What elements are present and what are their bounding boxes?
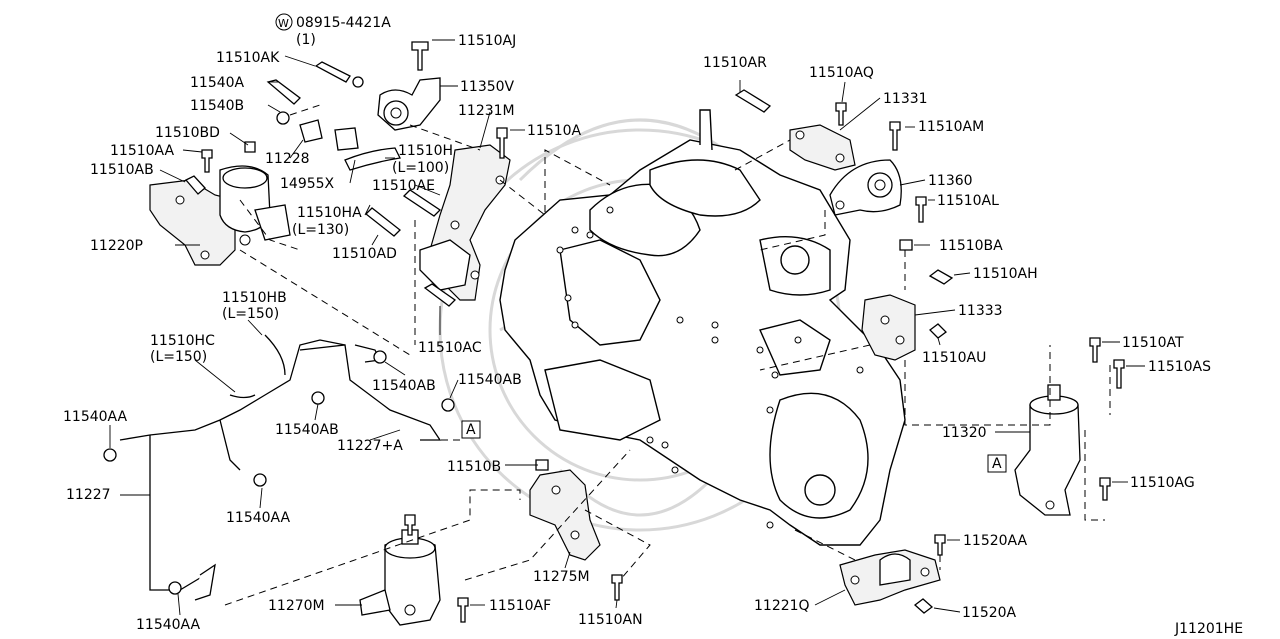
label-11510A[interactable]: 11510A (527, 123, 582, 139)
bracket-11231M (419, 144, 511, 301)
bolt-group-top (184, 41, 508, 307)
label-11510BA[interactable]: 11510BA (939, 238, 1003, 254)
label-11275M[interactable]: 11275M (533, 569, 590, 585)
label-11510AR[interactable]: 11510AR (703, 55, 767, 71)
diagram-code: J11201HE (1174, 621, 1243, 637)
label-11510AS[interactable]: 11510AS (1148, 359, 1211, 375)
mount-11350V (377, 77, 441, 131)
ref-box-a-right (987, 454, 1007, 473)
washer-symbol: W (278, 17, 289, 30)
label-11510AL[interactable]: 11510AL (937, 193, 999, 209)
hose-11510HC (229, 394, 256, 399)
pipe-11227 (103, 339, 346, 601)
label-11220P[interactable]: 11220P (90, 238, 143, 254)
mount-11320 (1014, 384, 1081, 516)
label-11510BD[interactable]: 11510BD (155, 125, 220, 141)
mount-11220P (149, 165, 291, 266)
label-11540AB-2[interactable]: 11540AB (458, 372, 522, 388)
label-11270M[interactable]: 11270M (268, 598, 325, 614)
hose-11510HB (264, 334, 286, 376)
label-washer-qty: (1) (296, 32, 316, 48)
ref-label-a-right: A (992, 456, 1002, 472)
pipe-11227A (299, 344, 455, 441)
label-11510AF[interactable]: 11510AF (489, 598, 551, 614)
label-11510HA[interactable]: 11510HA (297, 205, 362, 221)
mount-11270M (359, 529, 441, 626)
label-11333[interactable]: 11333 (958, 303, 1003, 319)
label-11540B[interactable]: 11540B (190, 98, 244, 114)
label-11360[interactable]: 11360 (928, 173, 973, 189)
label-11510AC[interactable]: 11510AC (418, 340, 482, 356)
label-11510HB-length: (L=150) (222, 306, 279, 322)
label-11510AK[interactable]: 11510AK (216, 50, 280, 66)
label-08915-4421A[interactable]: 08915-4421A (296, 15, 391, 31)
label-11510AE[interactable]: 11510AE (372, 178, 435, 194)
label-11510B[interactable]: 11510B (447, 459, 501, 475)
label-11540AA-1[interactable]: 11540AA (63, 409, 128, 425)
label-11510AN[interactable]: 11510AN (578, 612, 643, 628)
label-11510AQ[interactable]: 11510AQ (809, 65, 874, 81)
label-11540AA-3[interactable]: 11540AA (136, 617, 201, 633)
label-11510AB[interactable]: 11510AB (90, 162, 154, 178)
callout-labels: W 08915-4421A (1) 11510AJ 11510AK 11540A… (63, 13, 1243, 637)
label-11510AU[interactable]: 11510AU (922, 350, 986, 366)
label-11540A[interactable]: 11540A (190, 75, 245, 91)
washer-symbol-circle (275, 13, 293, 31)
label-14955X[interactable]: 14955X (280, 176, 335, 192)
sensor-11228 (299, 119, 359, 151)
label-11221Q[interactable]: 11221Q (754, 598, 810, 614)
label-11510HB[interactable]: 11510HB (222, 290, 287, 306)
label-11331[interactable]: 11331 (883, 91, 928, 107)
label-11510HC[interactable]: 11510HC (150, 333, 215, 349)
label-11510AM[interactable]: 11510AM (918, 119, 984, 135)
label-11228[interactable]: 11228 (265, 151, 310, 167)
label-11510HC-length: (L=150) (150, 349, 207, 365)
label-11510HA-length: (L=130) (292, 222, 349, 238)
bolt-group-right (734, 89, 1125, 614)
label-11520A[interactable]: 11520A (962, 605, 1017, 621)
label-11231M[interactable]: 11231M (458, 103, 515, 119)
label-11510AT[interactable]: 11510AT (1122, 335, 1184, 351)
label-11510AH[interactable]: 11510AH (973, 266, 1038, 282)
label-11320[interactable]: 11320 (942, 425, 987, 441)
engine-bolt-holes (556, 206, 864, 529)
label-11540AA-2[interactable]: 11540AA (226, 510, 291, 526)
ref-label-a-left: A (466, 422, 476, 438)
label-11510AA[interactable]: 11510AA (110, 143, 175, 159)
hose-14955X (344, 147, 401, 171)
label-11227A[interactable]: 11227+A (337, 438, 403, 454)
label-11540AB-3[interactable]: 11540AB (275, 422, 339, 438)
label-11227[interactable]: 11227 (66, 487, 111, 503)
leader-lines (109, 39, 1145, 616)
label-11510AD[interactable]: 11510AD (332, 246, 397, 262)
label-11540AB-1[interactable]: 11540AB (372, 378, 436, 394)
bracket-11275M (529, 459, 601, 561)
dashed-guide-lines (224, 104, 1111, 606)
ref-box-a-left (461, 420, 481, 439)
label-11510AJ[interactable]: 11510AJ (458, 33, 516, 49)
label-11350V[interactable]: 11350V (460, 79, 515, 95)
label-11510H-length: (L=100) (392, 160, 449, 176)
label-11510H[interactable]: 11510H (398, 143, 453, 159)
bracket-11331 (789, 124, 856, 171)
mount-11221Q (839, 549, 941, 606)
label-11510AG[interactable]: 11510AG (1130, 475, 1195, 491)
mount-11360 (829, 159, 902, 216)
label-11520AA[interactable]: 11520AA (963, 533, 1028, 549)
bolt-group-bottom (404, 514, 623, 623)
bracket-11333 (861, 294, 916, 361)
engine-assembly (499, 109, 906, 546)
